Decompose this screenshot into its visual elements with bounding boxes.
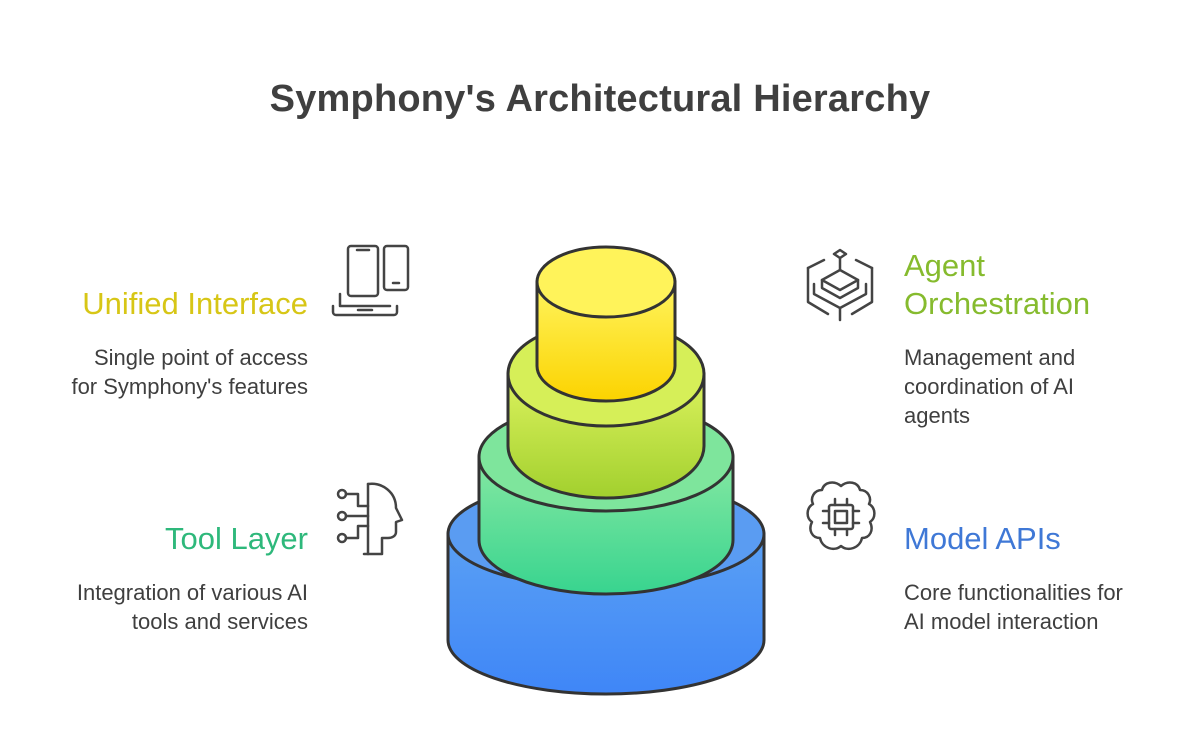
model-apis-heading: Model APIs [904, 521, 1061, 556]
description-line: Management and [904, 345, 1076, 370]
tool-layer-heading: Tool Layer [164, 521, 308, 556]
unified-interface-heading: Unified Interface [82, 286, 308, 321]
description-line: coordination of AI [904, 374, 1075, 399]
heading-line: Orchestration [904, 286, 1091, 321]
unified-interface-description: Single point of access for Symphony's fe… [71, 343, 308, 401]
description-line: Single point of access [93, 345, 308, 370]
tool-layer-description: Integration of various AI tools and serv… [77, 578, 308, 636]
description-line: AI model interaction [904, 609, 1099, 634]
ai-head-icon [330, 478, 412, 560]
tier-unified-interface [535, 245, 677, 403]
layers-network-icon [800, 244, 880, 324]
brain-chip-icon [800, 478, 882, 560]
agent-orchestration-heading: Agent Orchestration [904, 247, 1090, 323]
devices-icon [330, 242, 412, 324]
description-line: Core functionalities for [904, 580, 1123, 605]
description-line: for Symphony's features [71, 374, 308, 399]
diagram-title: Symphony's Architectural Hierarchy [269, 78, 931, 120]
description-line: tools and services [131, 609, 308, 634]
description-line: agents [904, 403, 971, 428]
description-line: Integration of various AI [76, 580, 308, 605]
heading-line: Agent [904, 248, 986, 283]
agent-orchestration-description: Management and coordination of AI agents [904, 343, 1075, 430]
model-apis-description: Core functionalities for AI model intera… [904, 578, 1123, 636]
